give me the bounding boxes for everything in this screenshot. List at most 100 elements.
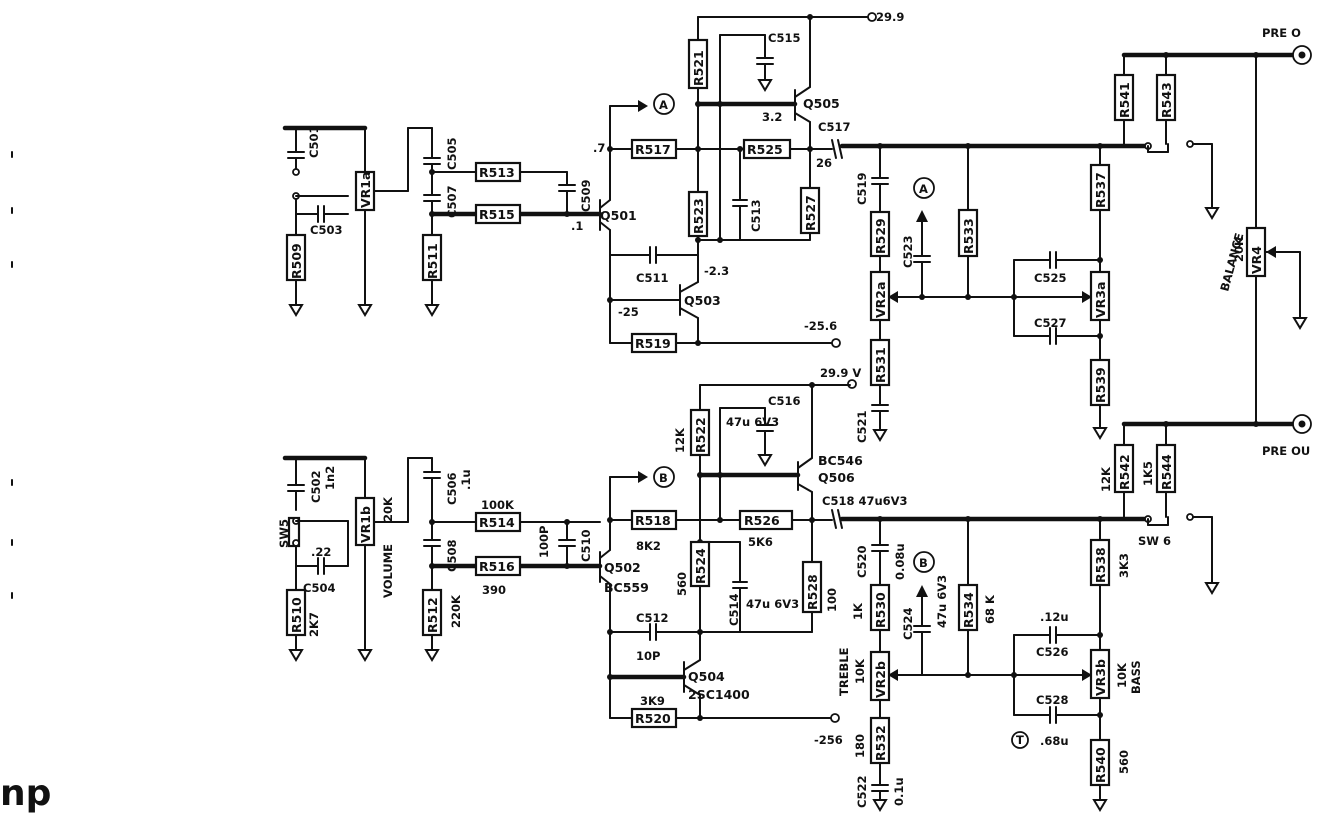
label-r529: R529 xyxy=(873,218,888,254)
resistor-r539 xyxy=(1089,358,1111,407)
resistor-r540 xyxy=(1089,738,1111,787)
top-amp-stage xyxy=(599,12,877,348)
bottom-amp-stage xyxy=(599,382,851,723)
resistor-r518 xyxy=(630,509,678,531)
label-r540: R540 xyxy=(1093,747,1108,783)
resistor-r526 xyxy=(738,509,794,531)
label-r537: R537 xyxy=(1093,172,1108,208)
label-r528-val: 100 xyxy=(825,588,839,612)
label-r522-val: 12K xyxy=(673,427,687,453)
label-r521: R521 xyxy=(691,50,706,86)
label-c513: C513 xyxy=(749,200,763,232)
marker-b-right-label: B xyxy=(919,556,928,570)
resistor-r521 xyxy=(687,38,709,90)
resistor-r531 xyxy=(869,338,891,387)
voltage-q501-b: .1 xyxy=(571,219,583,233)
label-c502-val: 1n2 xyxy=(323,466,337,490)
label-c511: C511 xyxy=(636,271,668,285)
label-r527: R527 xyxy=(803,195,818,231)
label-r530: R530 xyxy=(873,592,888,628)
label-r514: R514 xyxy=(479,515,515,530)
label-c515: C515 xyxy=(768,31,800,45)
label-q502-type: BC559 xyxy=(604,580,649,595)
label-q506-type: BC546 xyxy=(818,453,863,468)
pot-vr1a xyxy=(354,170,376,212)
resistor-r527 xyxy=(799,186,821,235)
label-r538: R538 xyxy=(1093,547,1108,583)
label-c524-val: 47u 6V3 xyxy=(935,575,949,628)
label-r522: R522 xyxy=(693,417,708,453)
resistor-r530 xyxy=(869,583,891,632)
label-r523: R523 xyxy=(691,198,706,234)
marker-a-right-label: A xyxy=(919,182,928,196)
label-r544: R544 xyxy=(1159,454,1174,490)
label-r530-val: 1K xyxy=(851,602,865,620)
resistor-r533 xyxy=(957,208,979,258)
label-vr1a: VR1a xyxy=(358,172,373,208)
label-c509: C509 xyxy=(579,180,593,212)
label-vr3b: VR3b xyxy=(1093,659,1108,696)
marker-b-left-label: B xyxy=(659,471,668,485)
pot-vr4 xyxy=(1245,226,1267,278)
label-r516-val: 390 xyxy=(482,583,506,597)
supply-top-label: 29.9 xyxy=(876,10,904,24)
label-vr3a: VR3a xyxy=(1093,282,1108,318)
label-r534: R534 xyxy=(961,592,976,628)
resistor-r534 xyxy=(957,583,979,632)
label-r511: R511 xyxy=(425,243,440,279)
label-r531: R531 xyxy=(873,347,888,383)
label-r543: R543 xyxy=(1159,82,1174,118)
label-c525: C525 xyxy=(1034,271,1066,285)
label-c526-val: .12u xyxy=(1040,610,1069,624)
label-q502: Q502 xyxy=(604,560,641,575)
resistor-r522 xyxy=(689,408,711,457)
resistor-r525 xyxy=(742,138,792,160)
label-r516: R516 xyxy=(479,559,515,574)
label-c522-val: 0.1u xyxy=(892,777,906,806)
label-volume: VOLUME xyxy=(381,544,395,598)
label-r532: R532 xyxy=(873,725,888,761)
label-r534-val: 68 K xyxy=(983,594,997,624)
resistor-r541 xyxy=(1113,73,1135,122)
label-treble-val: 10K xyxy=(853,658,867,684)
label-q505: Q505 xyxy=(803,96,840,111)
top-input-section xyxy=(282,125,603,317)
label-c528: C528 xyxy=(1036,693,1068,707)
resistor-r529 xyxy=(869,210,891,258)
label-c520: C520 xyxy=(855,546,869,578)
resistor-r524 xyxy=(689,540,711,588)
label-treble: TREBLE xyxy=(837,647,851,696)
label-r532-val: 180 xyxy=(853,734,867,758)
label-c504: C504 xyxy=(303,581,335,595)
voltage-q501-c: .7 xyxy=(593,141,605,155)
resistor-r544 xyxy=(1155,443,1177,494)
label-c503: C503 xyxy=(310,223,342,237)
label-c510: C510 xyxy=(579,530,593,562)
label-c506-val: .1u xyxy=(459,469,473,490)
marker-t xyxy=(1011,731,1029,749)
label-vr4: VR4 xyxy=(1249,246,1264,274)
label-r512: R512 xyxy=(425,597,440,633)
label-r518-val: 8K2 xyxy=(636,539,661,553)
resistor-r538 xyxy=(1089,538,1111,587)
bottom-tone-section xyxy=(831,414,1312,812)
label-r542: R542 xyxy=(1117,454,1132,490)
label-r520: R520 xyxy=(635,711,671,726)
label-r517: R517 xyxy=(635,142,671,157)
label-r525: R525 xyxy=(747,142,783,157)
supply-mid-label: 29.9 V xyxy=(820,366,861,380)
label-r510-val: 2K7 xyxy=(307,612,321,637)
resistor-r509 xyxy=(285,233,307,282)
label-c514: C514 xyxy=(727,594,741,626)
label-vr2a: VR2a xyxy=(873,282,888,318)
label-r513: R513 xyxy=(479,165,515,180)
label-r544-val: 1K5 xyxy=(1141,461,1155,486)
label-r510: R510 xyxy=(289,597,304,633)
label-c528-val: .68u xyxy=(1040,734,1069,748)
label-r538-val: 3K3 xyxy=(1117,553,1131,578)
voltage-q505-b: 3.2 xyxy=(762,110,782,124)
label-c526: C526 xyxy=(1036,645,1068,659)
pot-vr2b xyxy=(869,650,891,702)
label-q504-type: 2SC1400 xyxy=(688,687,750,702)
